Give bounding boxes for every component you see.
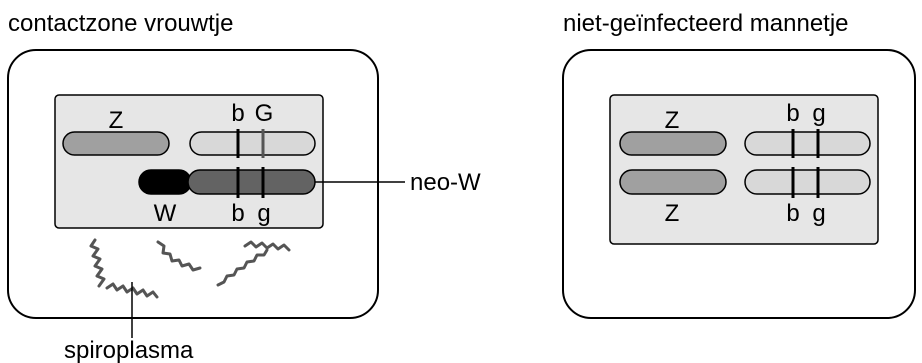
right-cell-title: niet-geïnfecteerd mannetje [563,10,849,37]
spiroplasma-3 [156,240,202,272]
z-chromosome-bottom [619,169,727,195]
z-label-top: Z [665,107,680,134]
g-label-bottom: g [812,200,825,227]
b-label-bottom: b [786,200,799,227]
w-chromosome [138,169,192,195]
w-label: W [154,200,177,227]
spiroplasma-1 [89,238,106,288]
autosome-bg-bottom [744,169,871,195]
left-cell-title: contactzone vrouwtje [8,10,233,37]
autosome-bg-top [744,131,871,156]
g-label-top: g [812,100,825,127]
b-label-bottom: b [231,200,244,227]
G-label-top: G [255,100,274,127]
left-cell: Z b G W b g neo-W spiroplasma [7,49,481,363]
neo-w-label: neo-W [410,169,481,196]
spiroplasma-bacteria [89,238,291,299]
autosome-bG [189,131,316,156]
g-label-bottom: g [257,200,270,227]
spiroplasma-label: spiroplasma [64,337,194,363]
right-cell: Z Z b g b g [562,49,916,319]
b-label-top: b [231,100,244,127]
spiroplasma-4 [243,240,291,252]
z-label-bottom: Z [665,200,680,227]
z-chromosome-top [619,131,727,156]
neo-w-autosome [187,169,316,195]
z-label: Z [109,107,124,134]
left-nucleus [54,94,324,229]
b-label-top: b [786,100,799,127]
z-chromosome [62,131,170,156]
spiroplasma-2 [105,282,159,299]
spiroplasma-5 [216,248,269,287]
